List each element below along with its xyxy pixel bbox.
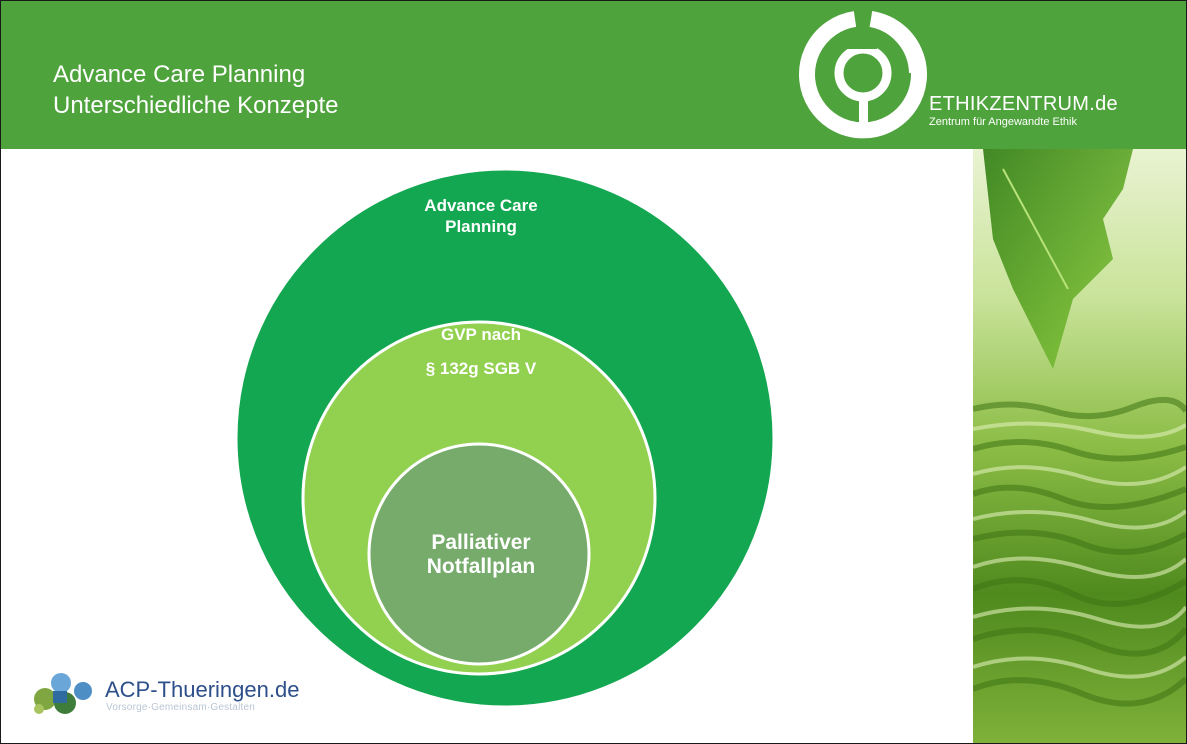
leaf-water-photo: [973, 149, 1186, 743]
slide-title-line-2: Unterschiedliche Konzepte: [53, 92, 339, 119]
puzzle-logo-icon: [34, 673, 92, 714]
inner-label-line-1: Palliativer: [431, 531, 531, 554]
brand-name: ETHIKZENTRUM.de: [929, 93, 1118, 115]
slide-title: Advance Care Planning Unterschiedliche K…: [53, 59, 339, 121]
acp-brand-name: ACP-Thueringen.de: [105, 677, 300, 702]
outer-label-line-2: Planning: [445, 217, 517, 236]
slide-title-line-1: Advance Care Planning: [53, 61, 306, 88]
circle-palliativer-notfallplan: [367, 442, 591, 666]
middle-circle-label-line-1: GVP nach: [441, 325, 521, 344]
brand-tagline: Zentrum für Angewandte Ethik: [929, 116, 1077, 128]
middle-circle-label-line-2: § 132g SGB V: [425, 359, 537, 378]
inner-label-line-2: Notfallplan: [426, 555, 536, 578]
slide-header: Advance Care Planning Unterschiedliche K…: [1, 1, 1186, 149]
ethikzentrum-brand: ETHIKZENTRUM.de Zentrum für Angewandte E…: [929, 93, 1118, 129]
inner-circle-label: Palliativer Notfallplan: [391, 531, 571, 579]
outer-label-line-1: Advance Care: [424, 196, 538, 215]
ethikzentrum-logo-icon: [799, 11, 927, 139]
acp-brand-slogan: Vorsorge·Gemeinsam·Gestalten: [106, 702, 255, 713]
outer-circle-label: Advance Care Planning: [391, 195, 571, 237]
